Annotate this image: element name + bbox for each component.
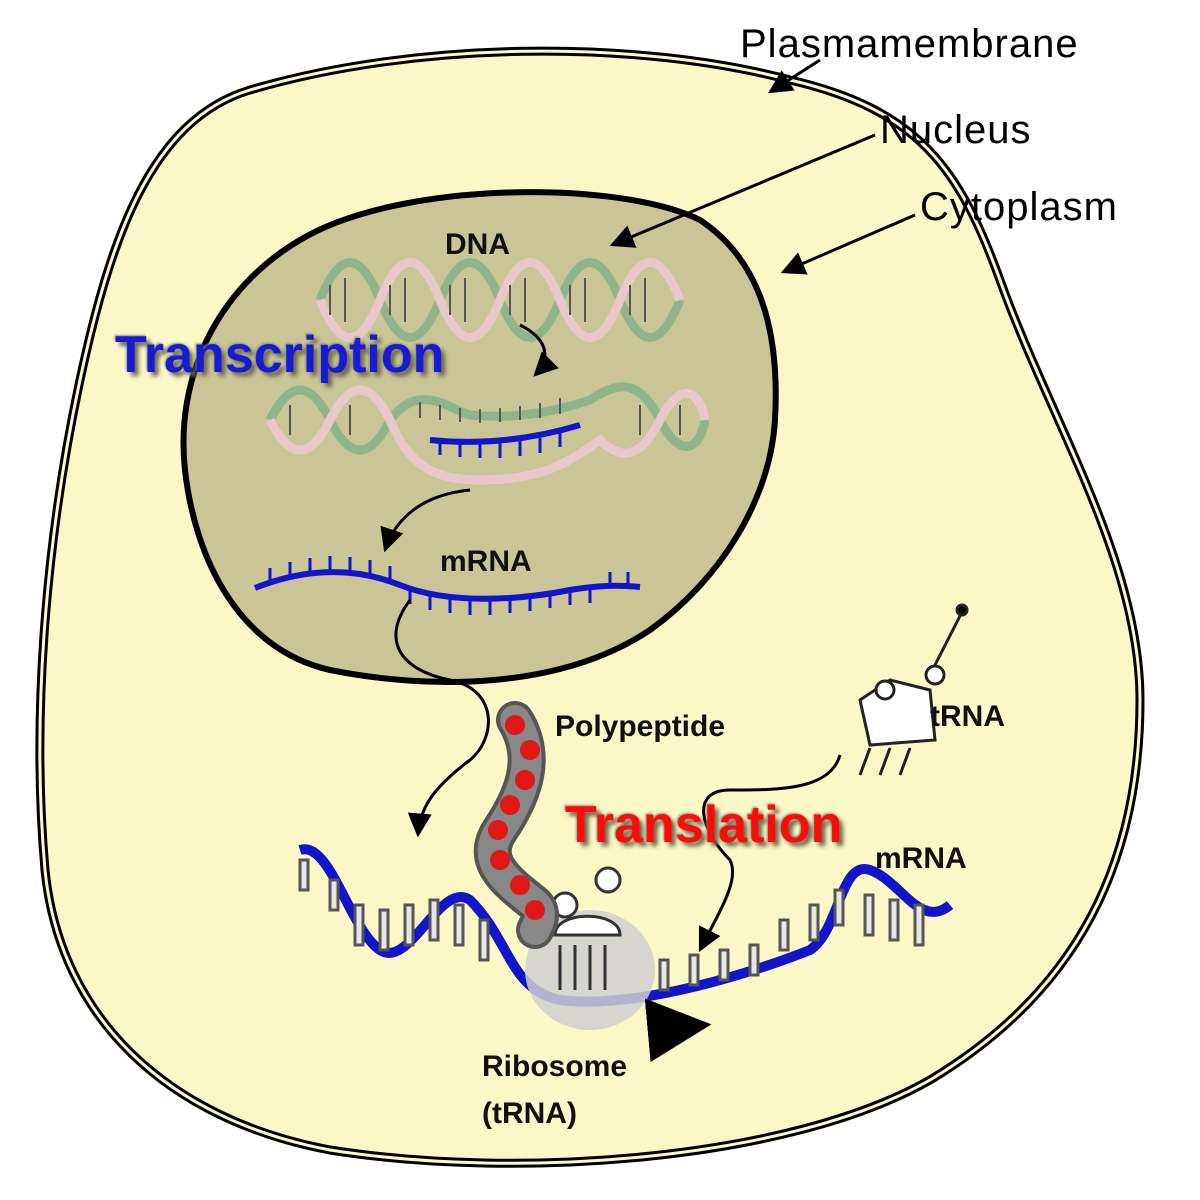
arrow-plasmamembrane [767, 58, 821, 94]
label-cytoplasm: Cytoplasm [920, 185, 1118, 229]
label-translation: Translation [565, 796, 843, 854]
label-ribosome-sub: (tRNA) [482, 1097, 577, 1130]
label-nucleus: Nucleus [880, 108, 1032, 152]
label-ribosome: Ribosome [482, 1050, 628, 1083]
trna-delivery-path [698, 754, 842, 953]
label-plasmamembrane: Plasmamembrane [740, 22, 1079, 66]
label-mrna-nucleus: mRNA [440, 545, 532, 578]
arrow-cytoplasm [780, 213, 916, 275]
mrna-export-path [394, 599, 490, 838]
ribosome [525, 866, 712, 1063]
trna-molecule [858, 603, 969, 776]
arrow-to-mrna [380, 488, 471, 553]
dna-double-helix [315, 258, 685, 342]
arrow-dna-to-transcription [519, 323, 559, 377]
label-transcription: Transcription [115, 326, 445, 384]
label-trna: tRNA [930, 700, 1005, 733]
label-polypeptide: Polypeptide [555, 710, 726, 743]
label-mrna-cytoplasm: mRNA [875, 842, 967, 875]
arrow-nucleus [609, 133, 876, 248]
label-dna: DNA [445, 228, 510, 261]
mrna-strand-nucleus [253, 556, 641, 615]
polypeptide-chain [473, 701, 559, 949]
dna-transcription-bubble [265, 382, 710, 485]
